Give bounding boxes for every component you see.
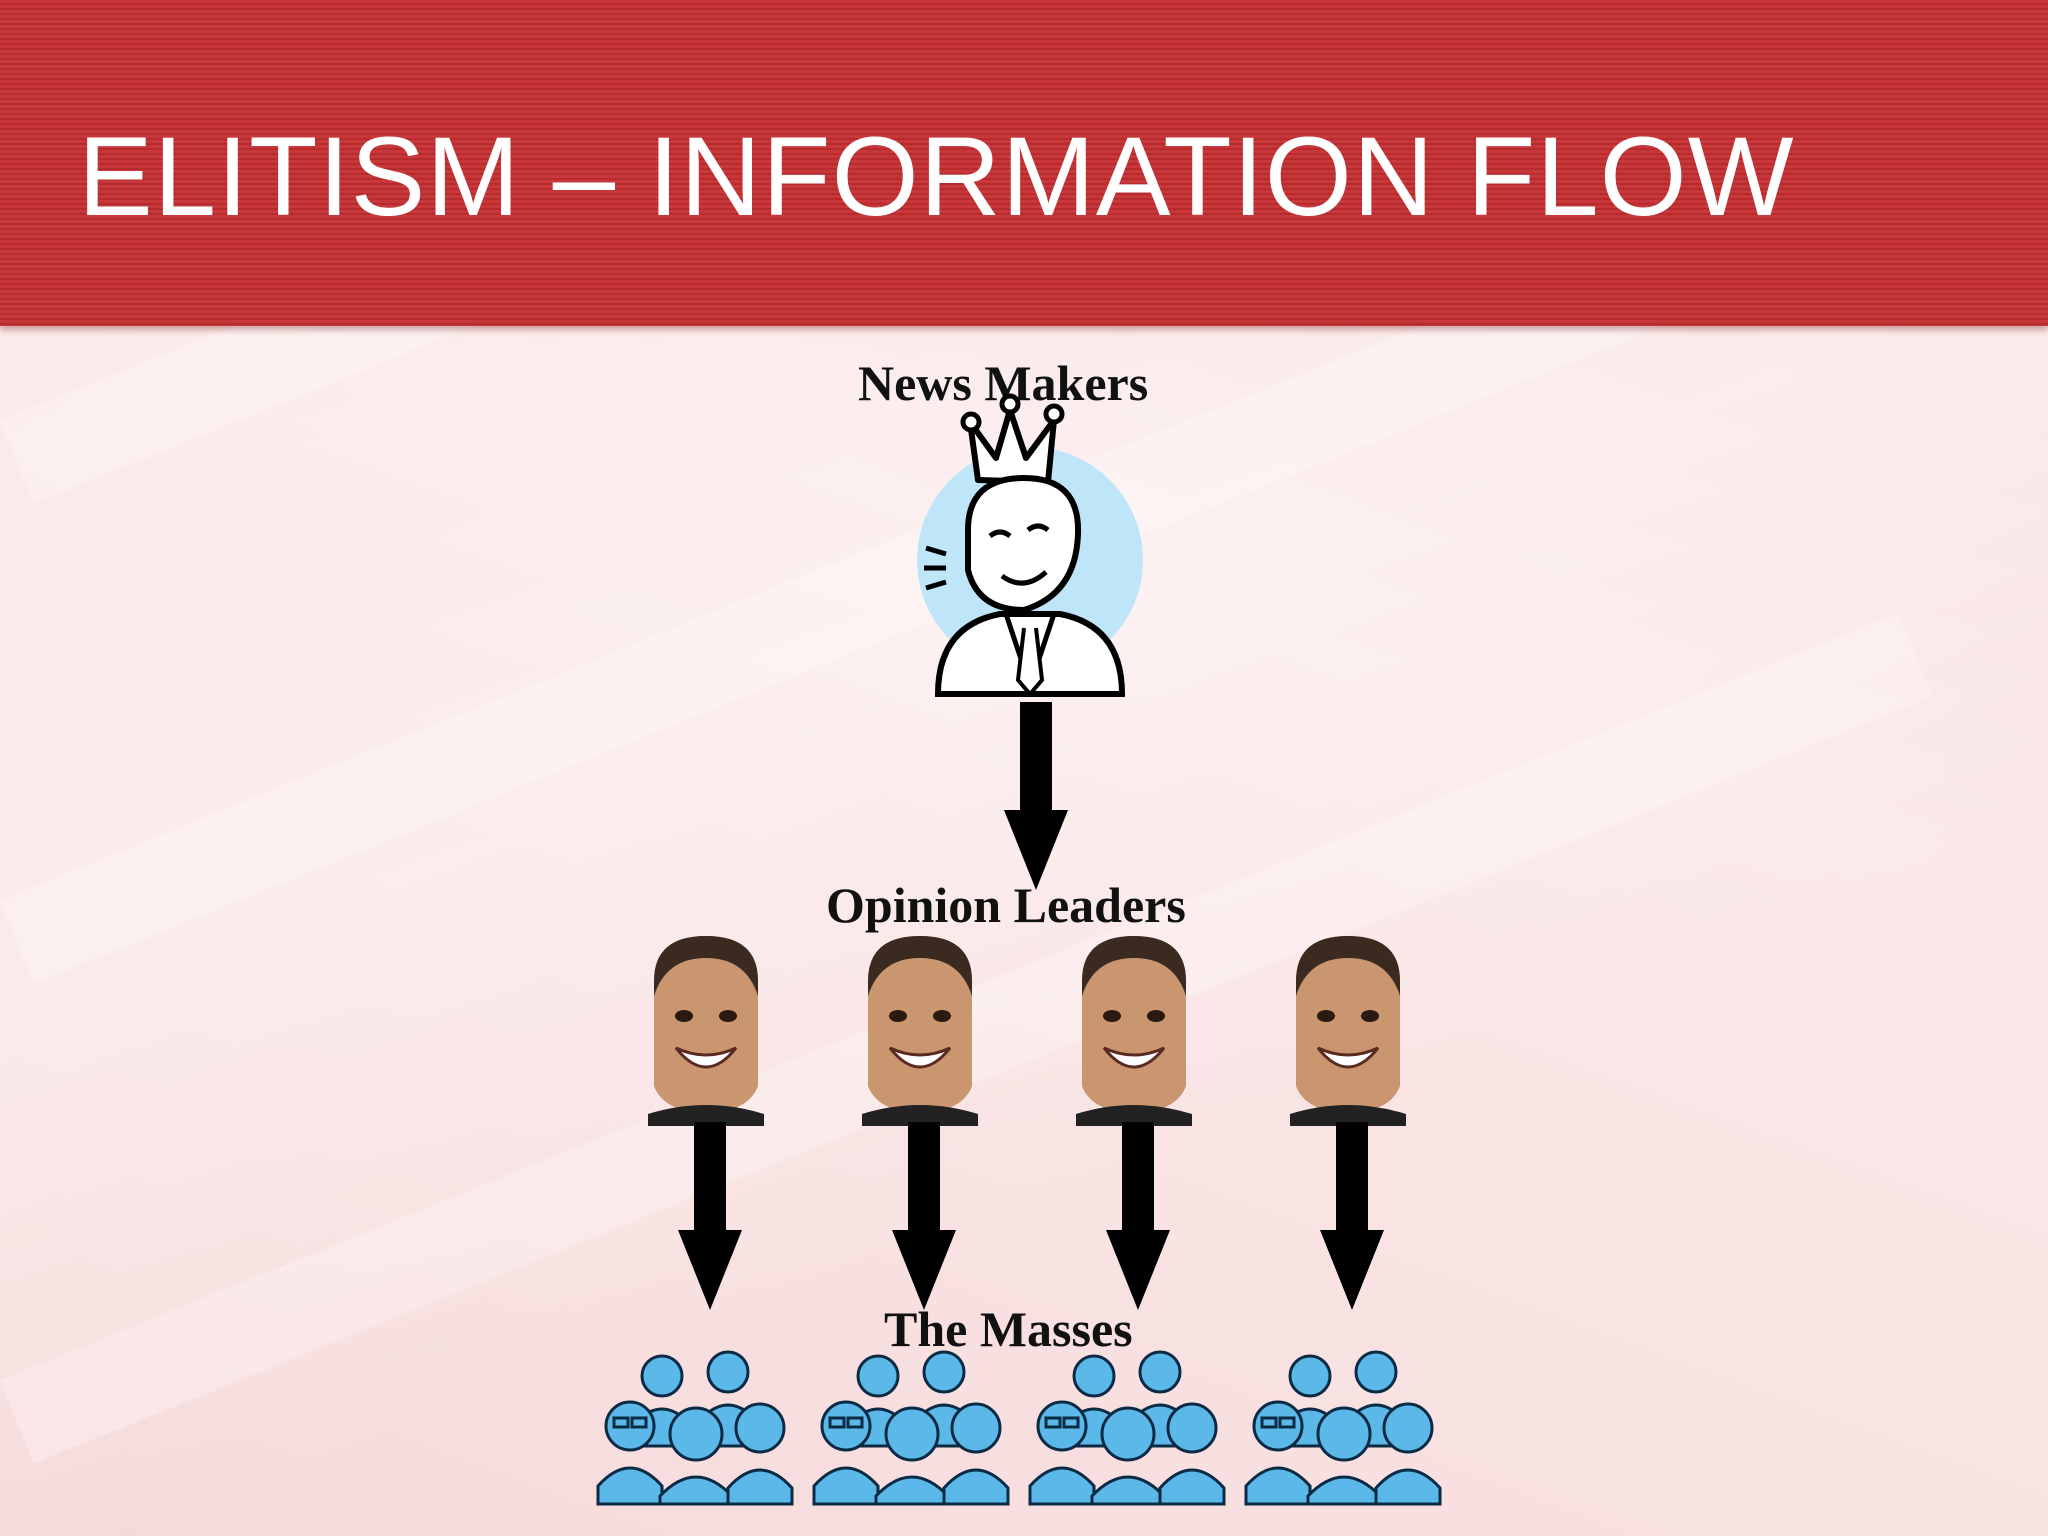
arrow-leader-to-masses-1 (678, 1122, 742, 1310)
masses-crowd-icon-3 (1028, 1350, 1226, 1506)
title-banner: ELITISM – INFORMATION FLOW (0, 0, 2048, 326)
arrow-leader-to-masses-2 (892, 1122, 956, 1310)
arrow-leader-to-masses-4 (1320, 1122, 1384, 1310)
opinion-leader-face-1 (646, 934, 766, 1128)
opinion-leader-face-4 (1288, 934, 1408, 1128)
masses-crowd-icon-2 (812, 1350, 1010, 1506)
masses-label: The Masses (884, 1301, 1133, 1357)
masses-crowd-icon-1 (596, 1350, 794, 1506)
crowned-king-icon (917, 393, 1143, 698)
opinion-leader-face-3 (1074, 934, 1194, 1128)
arrow-news-to-leaders (1004, 702, 1068, 890)
slide-title: ELITISM – INFORMATION FLOW (78, 114, 1795, 239)
opinion-leaders-label: Opinion Leaders (826, 877, 1186, 933)
masses-crowd-icon-4 (1244, 1350, 1442, 1506)
arrow-leader-to-masses-3 (1106, 1122, 1170, 1310)
opinion-leader-face-2 (860, 934, 980, 1128)
